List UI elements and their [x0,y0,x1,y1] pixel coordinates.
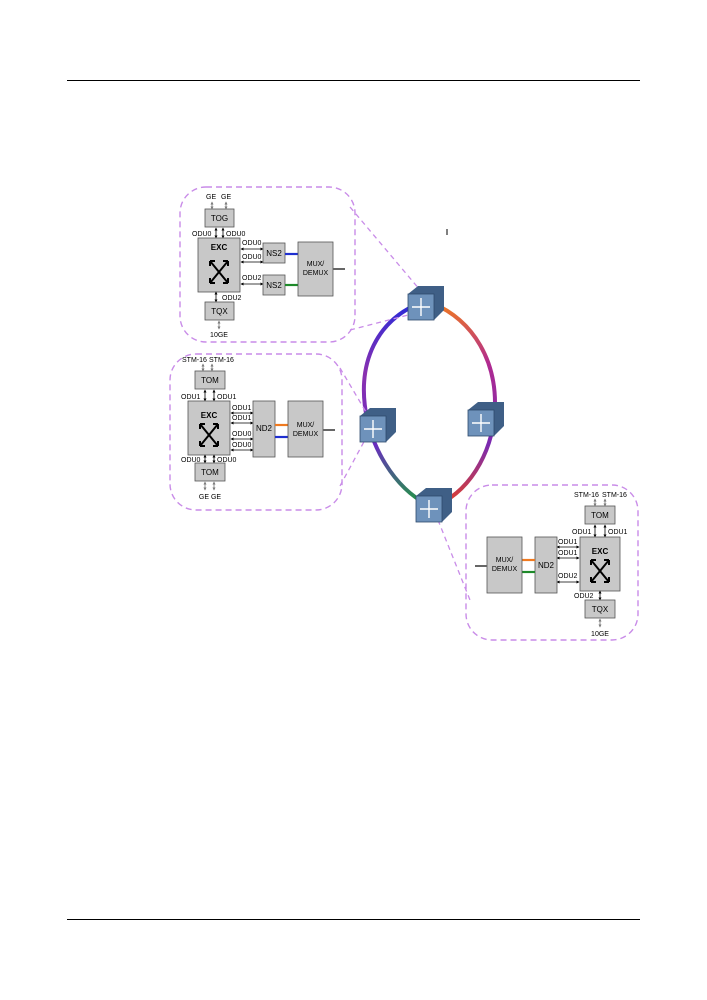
right-link-odu2-a: ODU2 [558,573,578,580]
top-exc-label: EXC [211,243,228,252]
right-mux-board [486,536,523,594]
left-exc-label: EXC [201,411,218,420]
left-mux-label-2: DEMUX [293,431,319,438]
left-link-odu1-b: ODU1 [217,394,237,401]
right-link-odu2-b: ODU2 [574,593,594,600]
top-tog-label: TOG [211,214,228,223]
right-site-callout [465,484,639,641]
top-mux-label-2: DEMUX [303,270,329,277]
header-rule [67,80,640,81]
top-link-odu2-b: ODU2 [222,295,242,302]
ring-fiber-west [361,301,429,507]
right-client-in-2: STM-16 [602,492,627,499]
left-link-odu1-c: ODU1 [232,405,252,412]
right-tom-board [584,505,616,525]
top-site: GE GE TOG ODU0 ODU0 EXC ODU0 ODU0 ODU2 N… [179,186,356,343]
left-exc-board [187,400,231,456]
left-client-in-2: STM-16 [209,357,234,364]
top-tog-board [204,208,235,228]
left-client-in-1: STM-16 [182,357,207,364]
right-site: STM-16 STM-16 TOM ODU1 ODU1 EXC ODU1 ODU… [465,484,639,641]
top-mux-label-1: MUX/ [307,261,325,268]
node-west-icon [364,420,382,438]
top-link-odu2-a: ODU2 [242,275,262,282]
left-link-odu1-a: ODU1 [181,394,201,401]
left-tom-label-bottom: TOM [201,468,219,477]
top-ns2-label-2: NS2 [266,281,282,290]
top-exc-board [197,237,241,293]
left-nd2-label: ND2 [256,424,273,433]
top-tqx-label: TQX [211,307,228,316]
top-link-odu0-b: ODU0 [226,231,246,238]
node-east-icon [472,414,490,432]
node-south [415,488,452,523]
right-client-out: 10GE [591,631,609,638]
left-tom-board-top [194,370,226,390]
top-client-in-1: GE [206,194,216,201]
right-link-odu1-d: ODU1 [558,550,578,557]
right-exc-label: EXC [592,547,609,556]
top-link-odu0-c: ODU0 [242,240,262,247]
left-link-odu0-c: ODU0 [181,457,201,464]
left-mux-label-1: MUX/ [297,422,315,429]
top-site-callout [179,186,356,343]
right-tqx-board [584,599,616,619]
left-tom-board-bottom [194,462,226,482]
node-north [407,286,444,321]
right-tqx-label: TQX [592,605,609,614]
top-tqx-board [204,301,235,321]
right-exc-board [579,536,621,592]
left-link-odu0-b: ODU0 [232,442,252,449]
callout-connectors [339,206,471,601]
right-nd2-board [534,536,558,594]
node-west [359,408,396,443]
top-link-odu0-a: ODU0 [192,231,212,238]
left-link-odu0-a: ODU0 [232,431,252,438]
right-client-in-1: STM-16 [574,492,599,499]
left-link-odu0-d: ODU0 [217,457,237,464]
node-north-icon [412,298,430,316]
top-client-out: 10GE [210,332,228,339]
left-site: STM-16 STM-16 TOM ODU1 ODU1 EXC ODU1 ODU… [169,353,343,511]
right-link-odu1-b: ODU1 [608,529,628,536]
top-client-in-2: GE [221,194,231,201]
right-link-odu1-c: ODU1 [558,539,578,546]
left-link-odu1-d: ODU1 [232,415,252,422]
right-tom-label: TOM [591,511,609,520]
ring [361,301,497,507]
left-client-out: GE GE [199,494,222,501]
right-mux-label-1: MUX/ [496,557,514,564]
left-mux-board [287,400,324,458]
left-site-callout [169,353,343,511]
right-link-odu1-a: ODU1 [572,529,592,536]
top-link-odu0-d: ODU0 [242,254,262,261]
top-mux-board [297,241,334,297]
top-ns2-label-1: NS2 [266,249,282,258]
right-mux-label-2: DEMUX [492,566,518,573]
node-south-icon [420,500,438,518]
node-east [467,402,504,437]
right-nd2-label: ND2 [538,561,555,570]
left-tom-label-top: TOM [201,376,219,385]
left-nd2-board [252,400,276,458]
footer-rule [67,919,640,920]
